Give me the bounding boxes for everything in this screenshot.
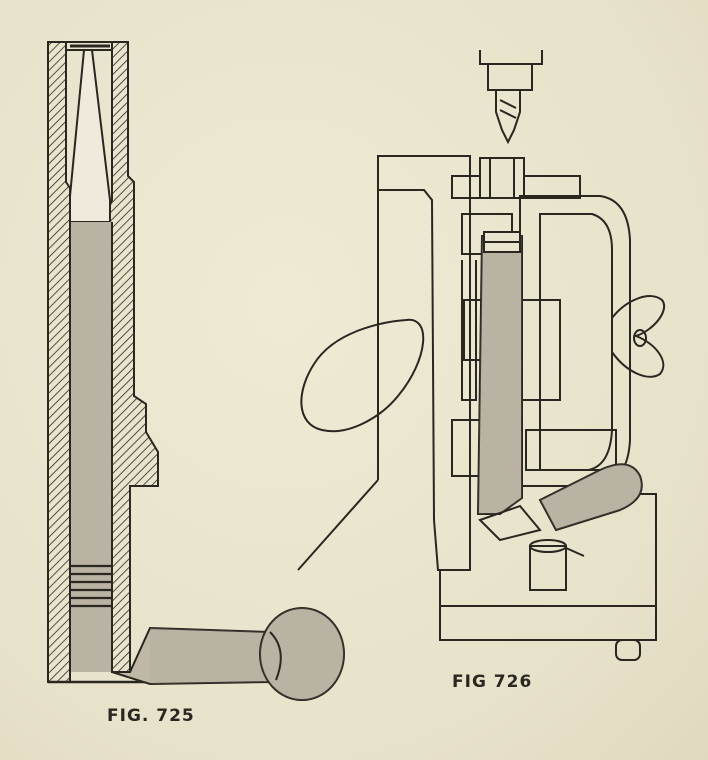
fig-726-lever (300, 318, 425, 433)
fig-726-drawing (297, 50, 665, 661)
fig-726-wing-nut (611, 295, 665, 378)
fig-726-frame (377, 155, 471, 571)
fig-725-threads (70, 564, 112, 608)
fig-725-caption: FIG. 725 (107, 706, 195, 726)
fig-725-drawing (47, 41, 345, 701)
fig-725-right-wall (107, 41, 159, 673)
fig-726-caption: FIG 726 (452, 672, 533, 692)
fig-725-left-wall (47, 41, 71, 683)
fig-726-cup (529, 545, 567, 591)
fig-725-cone (69, 49, 111, 223)
fig-726-drill-chuck (479, 50, 543, 145)
fig-726-base (439, 493, 657, 641)
fig-726-housing (519, 195, 631, 487)
